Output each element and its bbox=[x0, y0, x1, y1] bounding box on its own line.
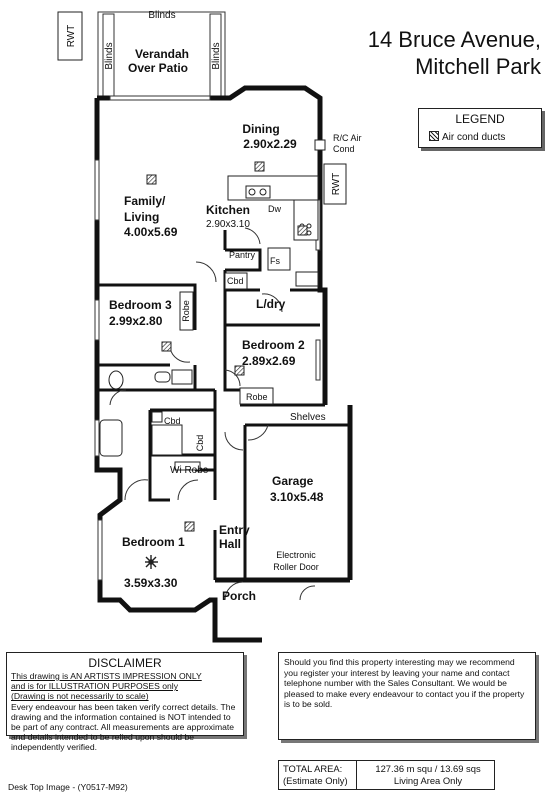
legend: LEGEND Air cond ducts bbox=[418, 108, 542, 148]
label-bed2: Bedroom 2 bbox=[242, 338, 305, 352]
label-electronic: Electronic bbox=[276, 550, 316, 560]
legend-item-label: Air cond ducts bbox=[442, 132, 506, 143]
label-blinds-top: Blinds bbox=[148, 10, 175, 21]
rc-air-unit bbox=[314, 139, 326, 151]
label-verandah: Verandah bbox=[135, 47, 189, 61]
air-duct-icon bbox=[429, 131, 439, 141]
label-dining: Dining bbox=[242, 122, 279, 136]
label-ldry: L/dry bbox=[256, 297, 286, 311]
label-wi-robe: Wi Robe bbox=[170, 465, 209, 476]
label-cbd-hall: Cbd bbox=[195, 435, 205, 452]
total-area-value-1: 127.36 m squ / 13.69 sqs bbox=[375, 763, 481, 774]
total-area-value: 127.36 m squ / 13.69 sqs Living Area Onl… bbox=[363, 763, 493, 787]
label-robe-bed2: Robe bbox=[246, 392, 268, 402]
label-fs: Fs bbox=[270, 256, 280, 266]
property-address: 14 Bruce Avenue, Mitchell Park bbox=[368, 26, 541, 80]
total-area-label-1: TOTAL AREA: bbox=[283, 763, 343, 774]
label-cbd-ldry: Cbd bbox=[227, 276, 244, 286]
label-rc-cond: Cond bbox=[333, 144, 355, 154]
label-porch: Porch bbox=[222, 589, 256, 603]
disclaimer-line-2: and is for ILLUSTRATION PURPOSES only bbox=[11, 681, 178, 692]
address-line-2: Mitchell Park bbox=[415, 54, 541, 79]
footer-reference: Desk Top Image - (Y0517-M92) bbox=[8, 782, 128, 792]
legend-title: LEGEND bbox=[455, 112, 505, 126]
label-garage-size: 3.10x5.48 bbox=[270, 490, 324, 504]
legend-item: Air cond ducts bbox=[429, 131, 505, 143]
room-labels: Blinds Blinds Blinds RWT RWT Verandah Ov… bbox=[66, 10, 362, 603]
label-hall: Hall bbox=[219, 537, 241, 551]
label-garage: Garage bbox=[272, 474, 314, 488]
label-rwt-right: RWT bbox=[331, 173, 342, 196]
label-rc-air: R/C Air bbox=[333, 133, 362, 143]
total-area-label-2: (Estimate Only) bbox=[283, 775, 348, 786]
address-line-1: 14 Bruce Avenue, bbox=[367, 27, 541, 52]
total-area-value-2: Living Area Only bbox=[393, 775, 463, 786]
label-robe-bed3: Robe bbox=[181, 300, 191, 322]
rwt-tank-left bbox=[57, 11, 83, 61]
label-rwt-left: RWT bbox=[66, 25, 77, 48]
disclaimer-line-3: (Drawing is not necessarily to scale) bbox=[11, 691, 149, 702]
disclaimer-body: Every endeavour has been taken verify co… bbox=[11, 701, 236, 753]
interior-walls bbox=[97, 230, 350, 580]
rwt-tank-right bbox=[323, 163, 347, 205]
label-bed1: Bedroom 1 bbox=[122, 535, 185, 549]
label-over-patio: Over Patio bbox=[128, 61, 188, 75]
label-dining-size: 2.90x2.29 bbox=[243, 137, 297, 151]
label-dw: Dw bbox=[268, 204, 281, 214]
label-pantry: Pantry bbox=[229, 250, 256, 260]
label-kitchen-size: 2.90x3.10 bbox=[206, 219, 250, 230]
label-bed1-size: 3.59x3.30 bbox=[124, 576, 178, 590]
disclaimer-line-1: This drawing is AN ARTISTS IMPRESSION ON… bbox=[11, 671, 202, 681]
label-family-size: 4.00x5.69 bbox=[124, 225, 178, 239]
label-family: Family/ bbox=[124, 194, 166, 208]
disclaimer-title: DISCLAIMER bbox=[88, 656, 162, 670]
air-cond-ducts bbox=[146, 161, 308, 532]
label-bed3: Bedroom 3 bbox=[109, 298, 172, 312]
disclaimer-box: DISCLAIMER This drawing is AN ARTISTS IM… bbox=[6, 652, 244, 752]
label-living: Living bbox=[124, 210, 159, 224]
total-area-box: TOTAL AREA: (Estimate Only) 127.36 m squ… bbox=[278, 760, 495, 790]
interest-note: Should you find this property interestin… bbox=[278, 652, 536, 740]
label-roller-door: Roller Door bbox=[273, 562, 319, 572]
label-blinds-left: Blinds bbox=[104, 42, 115, 69]
label-bed3-size: 2.99x2.80 bbox=[109, 314, 163, 328]
label-cbd-bath: Cbd bbox=[164, 416, 181, 426]
total-area-label: TOTAL AREA: (Estimate Only) bbox=[283, 763, 349, 787]
label-kitchen: Kitchen bbox=[206, 203, 250, 217]
label-entry: Entry bbox=[219, 523, 250, 537]
label-blinds-right: Blinds bbox=[211, 42, 222, 69]
label-bed2-size: 2.89x2.69 bbox=[242, 354, 296, 368]
total-area-divider bbox=[356, 761, 357, 789]
label-shelves: Shelves bbox=[290, 412, 326, 423]
kitchen-fittings bbox=[99, 175, 319, 471]
ceiling-fan-icon bbox=[145, 555, 158, 569]
